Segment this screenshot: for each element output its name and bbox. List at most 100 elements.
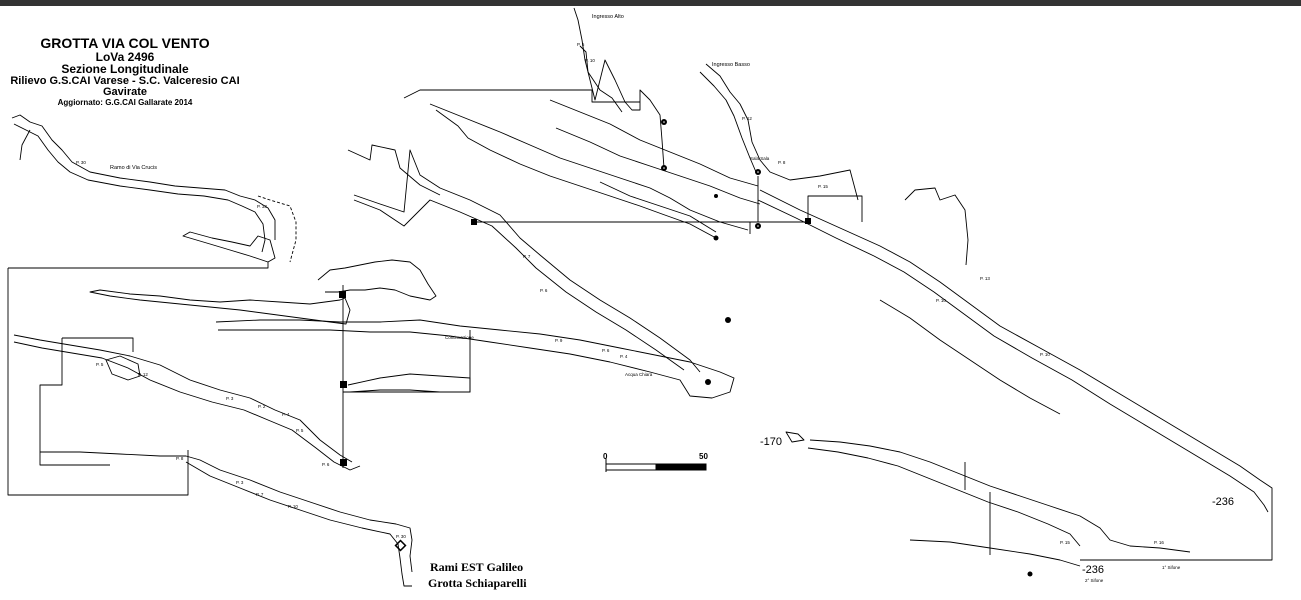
main-passage-top — [759, 189, 1273, 505]
label-pit: P. 15 — [818, 184, 828, 189]
label-pit: P. 5 — [296, 428, 304, 433]
label-ingresso-basso: Ingresso Basso — [712, 62, 750, 68]
depth-label: -236 — [1212, 496, 1235, 508]
label-sala-sala: Sala Sala — [750, 156, 770, 161]
galileo-diamond — [394, 539, 407, 552]
main-lower-branch — [879, 299, 1061, 415]
frame-left-inner — [39, 337, 134, 466]
station-marker-5 — [713, 235, 719, 241]
passage-left-upper — [89, 289, 351, 325]
cave-name: GROTTA VIA COL VENTO — [40, 35, 210, 51]
label-pit: P. 5 — [96, 362, 104, 367]
cave-code: LoVa 2496 — [95, 49, 155, 64]
central-middle-passage — [215, 319, 735, 399]
junction-square-5 — [340, 459, 347, 466]
main-passage-bottom — [757, 199, 1269, 513]
label-pit: P. 30 — [76, 160, 86, 165]
passage-via-crucis-end — [257, 195, 297, 263]
shaft-ingresso-basso-b — [699, 71, 757, 173]
label-pit: P. 4 — [620, 354, 628, 359]
label-acqua-chiara: Acqua Chiara — [625, 372, 653, 377]
lower-right-sump — [785, 431, 805, 443]
label-pit: P. 10 — [585, 58, 595, 63]
scale-start: 0 — [603, 452, 608, 461]
label-pit: P. 10 — [288, 504, 298, 509]
passage-upper-2 — [435, 109, 717, 239]
central-lower-chamber — [347, 373, 471, 393]
passage-left-lower-bottom — [13, 341, 361, 471]
station-marker-9 — [1027, 571, 1033, 577]
label-pit: P. 7 — [523, 254, 531, 259]
central-top-chamber — [317, 259, 437, 301]
passage-diagonal-a-top — [353, 149, 701, 373]
lower-right-frame — [964, 462, 1273, 561]
station-marker-7 — [725, 317, 731, 323]
passage-via-crucis-spur — [19, 129, 31, 161]
label-pit: P. 5 — [577, 42, 585, 47]
passage-upper-1 — [429, 103, 749, 231]
label-pit: P. 10 — [936, 298, 946, 303]
frame-upper — [403, 89, 640, 103]
section-type: Sezione Longitudinale — [61, 62, 189, 77]
passage-galileo-top — [40, 451, 413, 573]
label-pit: P. 6 — [322, 462, 330, 467]
lower-right-bottom-2 — [909, 539, 1081, 567]
label-pit: P. 6 — [602, 348, 610, 353]
label-pit: P. 30 — [396, 534, 406, 539]
label-grotta-schiaparelli: Grotta Schiaparelli — [428, 576, 527, 590]
label-pit: P. 16 — [1154, 540, 1164, 545]
frame-middle — [474, 176, 863, 234]
shaft-ingresso-alto-b — [579, 45, 623, 113]
label-pit: P. 8 — [176, 456, 184, 461]
label-pit: P. 12 — [138, 372, 148, 377]
survey-credit: Rilievo G.S.CAI Varese - S.C. Valceresio… — [10, 74, 240, 99]
passage-upper-3 — [549, 99, 759, 187]
label-pit: P. 4 — [282, 412, 290, 417]
label-ingresso-alto: Ingresso Alto — [592, 14, 624, 20]
label-pit: P. 15 — [1060, 540, 1070, 545]
passage-left-loop — [105, 355, 141, 381]
passage-upper-5 — [599, 181, 717, 233]
label-pit: P. 10 — [1040, 352, 1050, 357]
lower-right-top — [809, 439, 1191, 553]
label-pit: P. 7 — [256, 492, 264, 497]
passage-upper-4 — [555, 127, 761, 205]
top-bar — [0, 0, 1301, 6]
junction-square-3 — [339, 291, 346, 298]
label-sifone-2: 2° Sifone — [1085, 578, 1104, 583]
depth-label: -236 — [1082, 564, 1105, 576]
junction-square-2 — [805, 218, 811, 224]
station-marker-8 — [705, 379, 711, 385]
passage-galileo-bottom — [185, 461, 412, 587]
passage-left-lower-top — [13, 334, 353, 463]
title-block: GROTTA VIA COL VENTO LoVa 2496 Sezione L… — [0, 36, 250, 107]
scale-bar — [605, 458, 707, 472]
junction-square-1 — [471, 219, 477, 225]
junction-square-4 — [340, 381, 347, 388]
depth-label: -170 — [760, 436, 783, 448]
label-pit: P. 13 — [980, 276, 990, 281]
label-pit: P. 8 — [778, 160, 786, 165]
label-pit: P. 3 — [236, 480, 244, 485]
passage-diagonal-a-bottom — [353, 199, 685, 371]
label-pit: P. 2 — [258, 404, 266, 409]
passage-via-crucis-loop — [182, 231, 276, 263]
label-sifone-1: 1° Sifone — [1162, 565, 1181, 570]
passage-via-crucis-top — [11, 114, 276, 240]
label-pit: P. 12 — [742, 116, 752, 121]
label-pit: P. 33 — [257, 204, 267, 209]
shaft-ingresso-basso — [705, 63, 859, 201]
lower-right-bottom — [807, 447, 1081, 547]
passage-via-crucis-bottom — [13, 123, 266, 253]
label-continuazione: Continuazione — [445, 335, 474, 340]
label-pit: P. 6 — [540, 288, 548, 293]
label-rami-est-galileo: Rami EST Galileo — [430, 560, 524, 574]
label-pit: P. 9 — [555, 338, 563, 343]
main-branch-upward — [904, 187, 969, 266]
scale-end: 50 — [699, 452, 708, 461]
station-marker-6 — [714, 194, 718, 198]
label-pit: P. 3 — [226, 396, 234, 401]
frame-left-outer — [7, 262, 269, 496]
update-credit: Aggiornato: G.G.CAI Gallarate 2014 — [57, 97, 193, 107]
